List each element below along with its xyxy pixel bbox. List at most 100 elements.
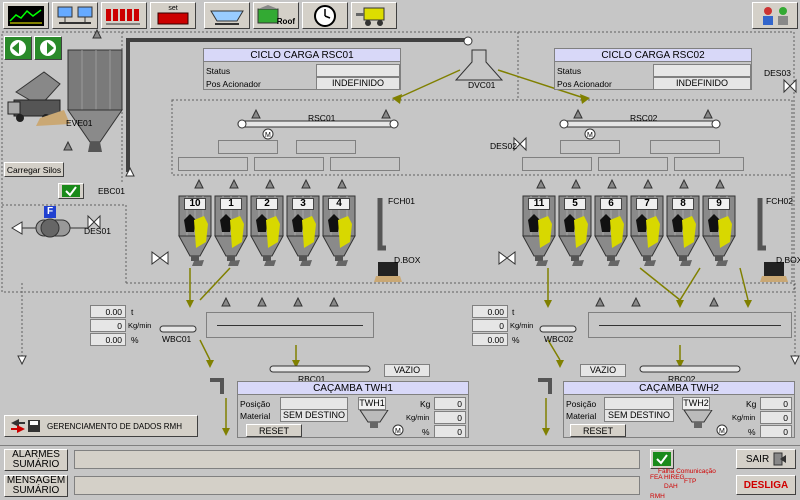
arrow-left-icon bbox=[10, 40, 26, 56]
computer-network-icon bbox=[57, 6, 93, 24]
alarmes-sumario-button[interactable]: ALARMES SUMÁRIO bbox=[4, 449, 68, 471]
right-pct-unit: % bbox=[512, 335, 520, 345]
dvc01-label: DVC01 bbox=[468, 80, 496, 90]
twh2-posicao-label: Posição bbox=[566, 399, 597, 409]
rsc01-slot-1 bbox=[218, 140, 278, 154]
equipment-button[interactable] bbox=[351, 2, 397, 29]
setpoint-icon bbox=[157, 12, 189, 25]
twh1-reset-button[interactable]: RESET bbox=[246, 424, 302, 437]
scraper-screen-button[interactable] bbox=[204, 2, 250, 29]
mensagem-sumario-button[interactable]: MENSAGEM SUMÁRIO bbox=[4, 475, 68, 497]
twh2-kg-label: Kg bbox=[746, 399, 757, 409]
twh1-material-value: SEM DESTINO bbox=[280, 409, 348, 422]
twh2-pct-value: 0 bbox=[760, 425, 792, 438]
setpoint-button[interactable]: set bbox=[150, 2, 196, 29]
left-silo-1[interactable]: 1 bbox=[214, 194, 248, 266]
setpoint-label: set bbox=[168, 5, 178, 12]
falha-msg: Falha Comunicação bbox=[658, 468, 716, 475]
twh2-material-label: Material bbox=[566, 411, 597, 421]
mensagem-field bbox=[74, 476, 640, 495]
right-silo-7[interactable]: 7 bbox=[630, 194, 664, 266]
svg-text:M: M bbox=[719, 428, 725, 435]
rsc02-slot-5 bbox=[674, 157, 744, 171]
twh2-panel: CAÇAMBA TWH2 Posição Material SEM DESTIN… bbox=[563, 381, 795, 438]
left-silo-10[interactable]: 10 bbox=[178, 194, 212, 266]
silo-number-label: 9 bbox=[708, 198, 730, 210]
silo-number-label: 6 bbox=[600, 198, 622, 210]
clock-icon bbox=[314, 4, 336, 27]
twh2-kg-value: 0 bbox=[760, 397, 792, 410]
alarmes-line2: SUMÁRIO bbox=[12, 459, 60, 470]
navigate-back-button[interactable] bbox=[4, 36, 32, 60]
twh2-tag: TWH2 bbox=[682, 397, 710, 410]
wbc02-label: WBC02 bbox=[544, 334, 574, 344]
dbox1-label: D.BOX bbox=[394, 255, 421, 265]
silo-number-label: 7 bbox=[636, 198, 658, 210]
rsc02-slot-1 bbox=[560, 140, 620, 154]
silo-number-label: 5 bbox=[564, 198, 586, 210]
left-pct-unit: % bbox=[131, 335, 139, 345]
twh2-reset-button[interactable]: RESET bbox=[570, 424, 626, 437]
mensagem-line2: SUMÁRIO bbox=[12, 485, 60, 496]
roof-screen-button[interactable]: Roof bbox=[253, 2, 299, 29]
left-silo-3[interactable]: 3 bbox=[286, 194, 320, 266]
twh1-kg-value: 0 bbox=[434, 397, 466, 410]
right-silo-9[interactable]: 9 bbox=[702, 194, 736, 266]
wbc01-display bbox=[206, 312, 374, 338]
alarmes-line1: ALARMES bbox=[12, 449, 60, 460]
twh1-pct-value: 0 bbox=[434, 425, 466, 438]
f-flow-indicator: F bbox=[44, 206, 56, 218]
fch01-label: FCH01 bbox=[388, 196, 415, 206]
ebc01-label: EBC01 bbox=[98, 186, 125, 196]
rsc01-slot-2 bbox=[296, 140, 356, 154]
left-silo-4[interactable]: 4 bbox=[322, 194, 356, 266]
twh1-pct-label: % bbox=[422, 427, 430, 437]
acknowledge-button[interactable] bbox=[650, 449, 674, 469]
desliga-button[interactable]: DESLIGA bbox=[736, 475, 796, 495]
right-kgmin-value: 0 bbox=[472, 319, 508, 332]
rbc02-label: RBC02 bbox=[668, 374, 696, 384]
silo-number-label: 11 bbox=[528, 198, 550, 210]
silos-overview-button[interactable] bbox=[101, 2, 147, 29]
rsc01-panel: CICLO CARGA RSC01 Status Pos Acionador I… bbox=[203, 48, 401, 90]
equipment-icon bbox=[356, 7, 385, 26]
right-silo-5[interactable]: 5 bbox=[558, 194, 592, 266]
scraper-icon bbox=[210, 10, 244, 25]
vazio-left: VAZIO bbox=[384, 364, 430, 377]
rsc02-slot-4 bbox=[598, 157, 668, 171]
des01-label: DES01 bbox=[84, 226, 111, 236]
left-silo-2[interactable]: 2 bbox=[250, 194, 284, 266]
confirm-load-button[interactable] bbox=[58, 183, 84, 199]
rsc01-title: CICLO CARGA RSC01 bbox=[204, 49, 400, 62]
des03-label: DES03 bbox=[764, 68, 791, 78]
rsc02-conveyor-label: RSC02 bbox=[630, 113, 658, 123]
fea-msg: FEA bbox=[650, 474, 663, 481]
users-button[interactable] bbox=[752, 2, 798, 29]
network-screen-button[interactable] bbox=[52, 2, 98, 29]
right-silo-6[interactable]: 6 bbox=[594, 194, 628, 266]
clock-button[interactable] bbox=[302, 2, 348, 29]
sair-button[interactable]: SAIR bbox=[736, 449, 796, 469]
rsc01-conveyor-label: RSC01 bbox=[308, 113, 336, 123]
navigate-forward-button[interactable] bbox=[34, 36, 62, 60]
gerenciamento-button[interactable]: GERENCIAMENTO DE DADOS RMH bbox=[4, 415, 198, 437]
dbox2-label: D.BOX bbox=[776, 255, 800, 265]
right-silo-11[interactable]: 11 bbox=[522, 194, 556, 266]
svg-text:M: M bbox=[587, 132, 593, 139]
right-silo-8[interactable]: 8 bbox=[666, 194, 700, 266]
right-kgmin-unit: Kg/min bbox=[510, 321, 534, 330]
wbc01-label: WBC01 bbox=[162, 334, 192, 344]
left-pct-value: 0.00 bbox=[90, 333, 126, 346]
rsc02-title: CICLO CARGA RSC02 bbox=[555, 49, 751, 62]
rsc02-pos-value: INDEFINIDO bbox=[653, 77, 751, 90]
data-transfer-icon bbox=[11, 419, 40, 433]
silo-number-label: 1 bbox=[220, 198, 242, 210]
svg-text:M: M bbox=[395, 428, 401, 435]
trend-screen-button[interactable] bbox=[3, 2, 49, 29]
wbc02-display bbox=[588, 312, 792, 338]
roof-label: Roof bbox=[276, 17, 295, 26]
twh2-material-value: SEM DESTINO bbox=[604, 409, 674, 422]
carregar-silos-button[interactable]: Carregar Silos bbox=[4, 162, 64, 177]
alarmes-field bbox=[74, 450, 640, 469]
twh2-bucket-icon: M bbox=[683, 410, 728, 436]
